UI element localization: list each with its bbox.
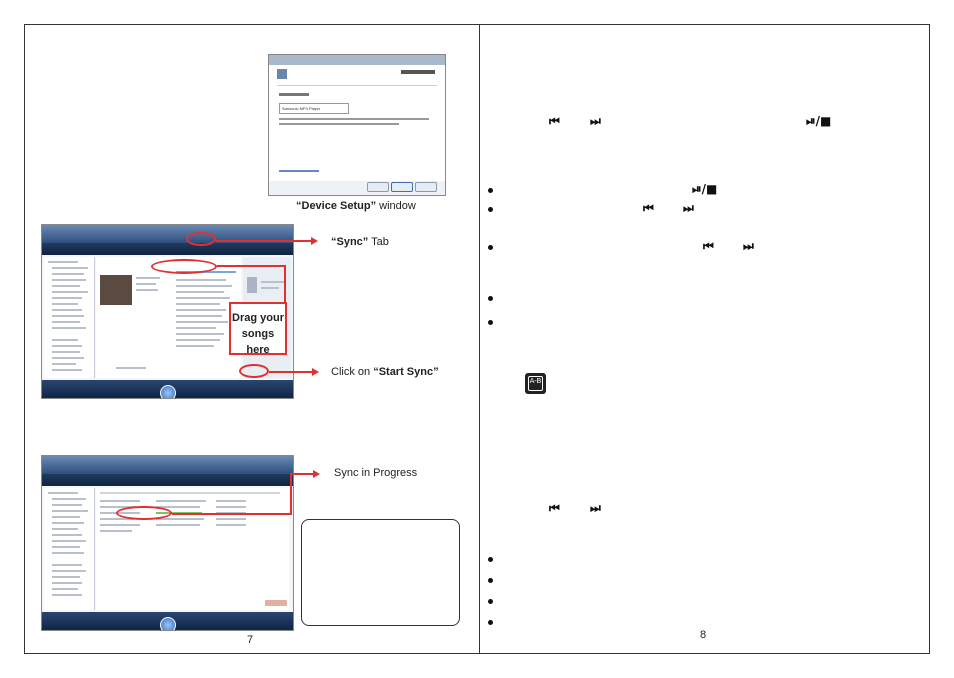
- wmp-progress-screenshot: [41, 455, 294, 631]
- sync-tab-highlight: [186, 232, 216, 246]
- dialog-heading: [401, 70, 435, 74]
- page-number-left: 7: [247, 634, 254, 646]
- device-setup-caption: “Device Setup” window: [296, 200, 416, 212]
- bullet: [488, 207, 493, 212]
- bullet: [488, 245, 493, 250]
- start-sync-label: Click on “Start Sync”: [331, 366, 439, 378]
- progress-pointer: [290, 473, 314, 475]
- drop-zone-connector-vertical: [284, 265, 286, 303]
- sync-progress-label: Sync in Progress: [334, 467, 418, 479]
- sync-tab-arrowhead: [311, 237, 318, 245]
- player-device-icon: [247, 277, 257, 293]
- progress-highlight: [116, 506, 172, 520]
- device-name-field[interactable]: Sansonic MP3 Player: [279, 103, 349, 114]
- progress-connector: [172, 513, 292, 515]
- page-divider: [479, 24, 480, 654]
- device-icon: [277, 69, 287, 79]
- prev-track-icon: ⏮: [643, 201, 654, 215]
- cancel-button[interactable]: [415, 182, 437, 192]
- progress-connector-vertical: [290, 473, 292, 515]
- page-number-right: 8: [700, 629, 707, 641]
- back-button[interactable]: [367, 182, 389, 192]
- drop-zone-connector: [217, 265, 286, 267]
- next-track-icon: ⏭: [590, 114, 601, 128]
- stop-sync-button[interactable]: [265, 600, 287, 606]
- bullet: [488, 620, 493, 625]
- next-track-icon: ⏭: [590, 501, 601, 515]
- progress-arrowhead: [313, 470, 320, 478]
- start-sync-pointer: [269, 371, 313, 373]
- note-box: [301, 519, 460, 626]
- next-track-icon: ⏭: [743, 239, 754, 253]
- drop-zone-highlight: [151, 259, 217, 274]
- prev-track-icon: ⏮: [549, 114, 560, 128]
- bullet: [488, 320, 493, 325]
- bullet: [488, 578, 493, 583]
- play-button-progress[interactable]: [160, 617, 176, 630]
- bullet: [488, 557, 493, 562]
- bullet: [488, 296, 493, 301]
- library-tree-progress: [44, 488, 95, 610]
- drag-songs-box: Drag your songs here: [229, 302, 287, 356]
- play-button[interactable]: [160, 385, 176, 398]
- bullet: [488, 599, 493, 604]
- library-tree: [44, 257, 95, 378]
- ab-repeat-icon: A-B: [525, 373, 546, 394]
- dialog-title-bar: [269, 55, 445, 65]
- page-frame: [24, 24, 930, 654]
- start-sync-arrowhead: [312, 368, 319, 376]
- play-stop-icon: ⏯/■: [806, 114, 832, 128]
- play-stop-icon: ⏯/■: [692, 182, 718, 196]
- next-track-icon: ⏭: [683, 201, 694, 215]
- prev-track-icon: ⏮: [703, 239, 714, 253]
- prev-track-icon: ⏮: [549, 501, 560, 515]
- device-setup-screenshot: Sansonic MP3 Player: [268, 54, 446, 196]
- sync-tab-label: “Sync” Tab: [331, 236, 389, 248]
- start-sync-highlight: [239, 364, 269, 378]
- bullet: [488, 188, 493, 193]
- library-content: [96, 257, 241, 378]
- sync-list: [96, 488, 289, 610]
- album-art: [100, 275, 132, 305]
- finish-button[interactable]: [391, 182, 413, 192]
- sync-tab-pointer: [216, 240, 312, 242]
